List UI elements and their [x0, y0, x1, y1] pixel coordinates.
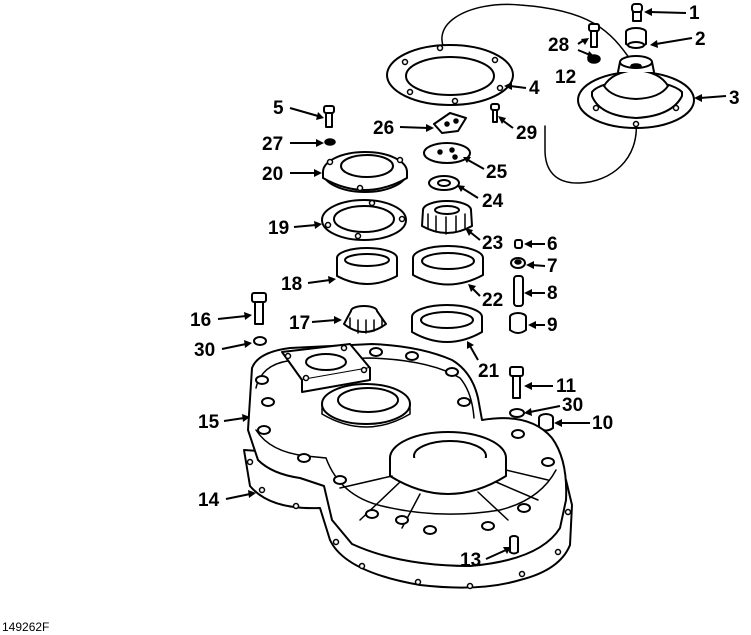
- part-30-washer-left: [253, 336, 267, 346]
- callout-14: 14: [198, 490, 220, 511]
- callout-10: 10: [592, 413, 613, 434]
- callout-8: 8: [547, 283, 558, 304]
- part-6-plug: [514, 239, 523, 249]
- part-26-retainer: [433, 112, 467, 134]
- callout-23: 23: [482, 233, 503, 254]
- part-21-bearing-cup: [411, 304, 483, 343]
- part-8-pin: [513, 275, 524, 307]
- callout-24: 24: [482, 191, 504, 212]
- callout-15: 15: [198, 412, 220, 433]
- callout-20: 20: [262, 164, 283, 185]
- callout-29: 29: [516, 123, 537, 144]
- callout-12: 12: [555, 67, 576, 88]
- part-16-bolt: [251, 292, 267, 325]
- figure-id-label: 149262F: [2, 620, 49, 634]
- callout-18: 18: [281, 274, 302, 295]
- callout-13: 13: [460, 550, 481, 571]
- callout-30-left: 30: [194, 340, 215, 361]
- part-19-gasket: [321, 199, 407, 241]
- callout-2: 2: [695, 29, 706, 50]
- callout-28: 28: [548, 35, 569, 56]
- callout-11: 11: [556, 376, 577, 397]
- part-3-housing-cover: [577, 55, 695, 129]
- part-17-bearing-cone: [343, 305, 387, 334]
- callout-5: 5: [273, 98, 284, 119]
- part-11-bolt: [509, 366, 524, 399]
- part-1-fitting: [631, 3, 643, 22]
- callout-9: 9: [547, 315, 558, 336]
- part-4-gasket: [386, 44, 514, 106]
- callout-25: 25: [486, 162, 508, 183]
- part-28-bolt: [588, 23, 600, 48]
- part-27-washer: [324, 138, 336, 146]
- part-9-bushing: [509, 312, 527, 334]
- callout-1: 1: [689, 3, 700, 24]
- part-18-bearing-cup: [336, 247, 398, 285]
- callout-21: 21: [478, 361, 500, 382]
- part-2-cap: [625, 27, 647, 49]
- part-30-washer-right: [509, 408, 525, 418]
- callout-7: 7: [547, 256, 558, 277]
- callout-4: 4: [529, 78, 540, 99]
- flange-holes: [246, 458, 572, 590]
- callout-17: 17: [289, 313, 310, 334]
- callout-19: 19: [268, 218, 289, 239]
- part-24-washer: [428, 175, 460, 191]
- reference-loop-line: [441, 3, 638, 184]
- callout-22: 22: [482, 290, 503, 311]
- callout-labels: 1 2 3 4 5 6 7 8 9 10 11 12 13 14 15 16 1…: [190, 3, 740, 571]
- part-29-screw: [490, 103, 500, 123]
- callout-16: 16: [190, 310, 211, 331]
- case-bolt-bosses: [255, 347, 555, 535]
- part-7-nut: [510, 257, 526, 269]
- part-23-roller-bearing: [421, 200, 473, 235]
- callout-27: 27: [262, 134, 283, 155]
- part-22-bearing-cup: [412, 245, 484, 286]
- leader-lines: [217, 8, 727, 560]
- callout-30-right: 30: [562, 395, 583, 416]
- callout-6: 6: [547, 234, 558, 255]
- part-5-screw: [323, 105, 335, 128]
- part-14-15-gear-case: [243, 343, 573, 590]
- callout-3: 3: [729, 88, 740, 109]
- callout-26: 26: [373, 118, 394, 139]
- part-25-shim: [423, 142, 471, 164]
- part-13-dowel: [509, 535, 519, 555]
- part-20-bearing-cap: [322, 151, 408, 193]
